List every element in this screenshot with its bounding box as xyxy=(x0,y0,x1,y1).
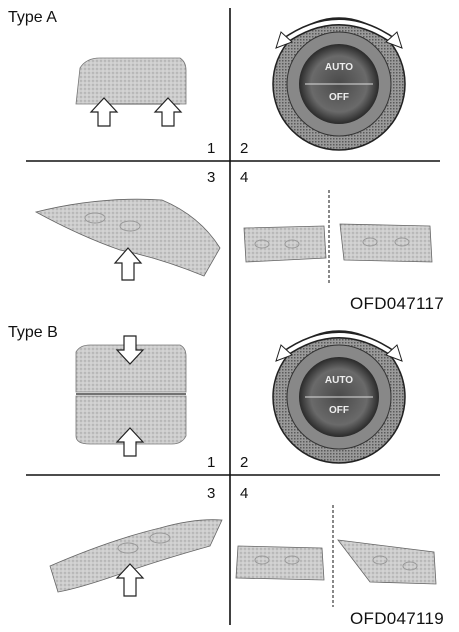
type-a-panel-number-2: 2 xyxy=(240,140,249,157)
rotate-arrow-left-icon xyxy=(275,31,293,49)
up-arrow-icon xyxy=(89,97,119,127)
down-arrow-icon xyxy=(115,335,145,365)
up-arrow-icon xyxy=(113,247,143,281)
type-b-panel-number-2: 2 xyxy=(240,454,249,471)
rotate-arrow-left-icon xyxy=(275,344,293,362)
type-b-panel-2-dial: AUTO OFF xyxy=(272,330,406,464)
up-arrow-icon xyxy=(115,427,145,457)
type-a-panel-number-1: 1 xyxy=(207,140,216,157)
type-b-panel-3-console xyxy=(49,519,223,597)
type-a-panel-3-console xyxy=(34,198,221,281)
type-a-panel-2-dial: AUTO OFF xyxy=(272,17,406,151)
type-b-panel-number-3: 3 xyxy=(207,485,216,502)
type-a-label: Type A xyxy=(8,9,57,26)
type-b-panel-1-switch xyxy=(75,335,187,457)
rotate-arrow-right-icon xyxy=(385,344,403,362)
auto-label: AUTO xyxy=(325,375,353,386)
type-b-panel-number-1: 1 xyxy=(207,454,216,471)
type-a-panel-4-switches xyxy=(243,223,433,263)
grid-lines xyxy=(26,8,440,625)
type-b-label: Type B xyxy=(8,324,58,341)
type-b-figure-code: OFD047119 xyxy=(350,609,445,628)
off-label: OFF xyxy=(329,405,349,416)
auto-label: AUTO xyxy=(325,62,353,73)
type-b-panel-4-switches xyxy=(235,539,437,585)
type-a-panel-number-3: 3 xyxy=(207,169,216,186)
type-a-panel-number-4: 4 xyxy=(240,169,249,186)
up-arrow-icon xyxy=(115,563,145,597)
up-arrow-icon xyxy=(153,97,183,127)
dashed-separators xyxy=(328,190,334,607)
type-a-panel-1-switch xyxy=(75,57,187,127)
type-b-panel-number-4: 4 xyxy=(240,485,249,502)
off-label: OFF xyxy=(329,92,349,103)
rotate-arrow-right-icon xyxy=(385,31,403,49)
type-a-figure-code: OFD047117 xyxy=(350,294,445,313)
